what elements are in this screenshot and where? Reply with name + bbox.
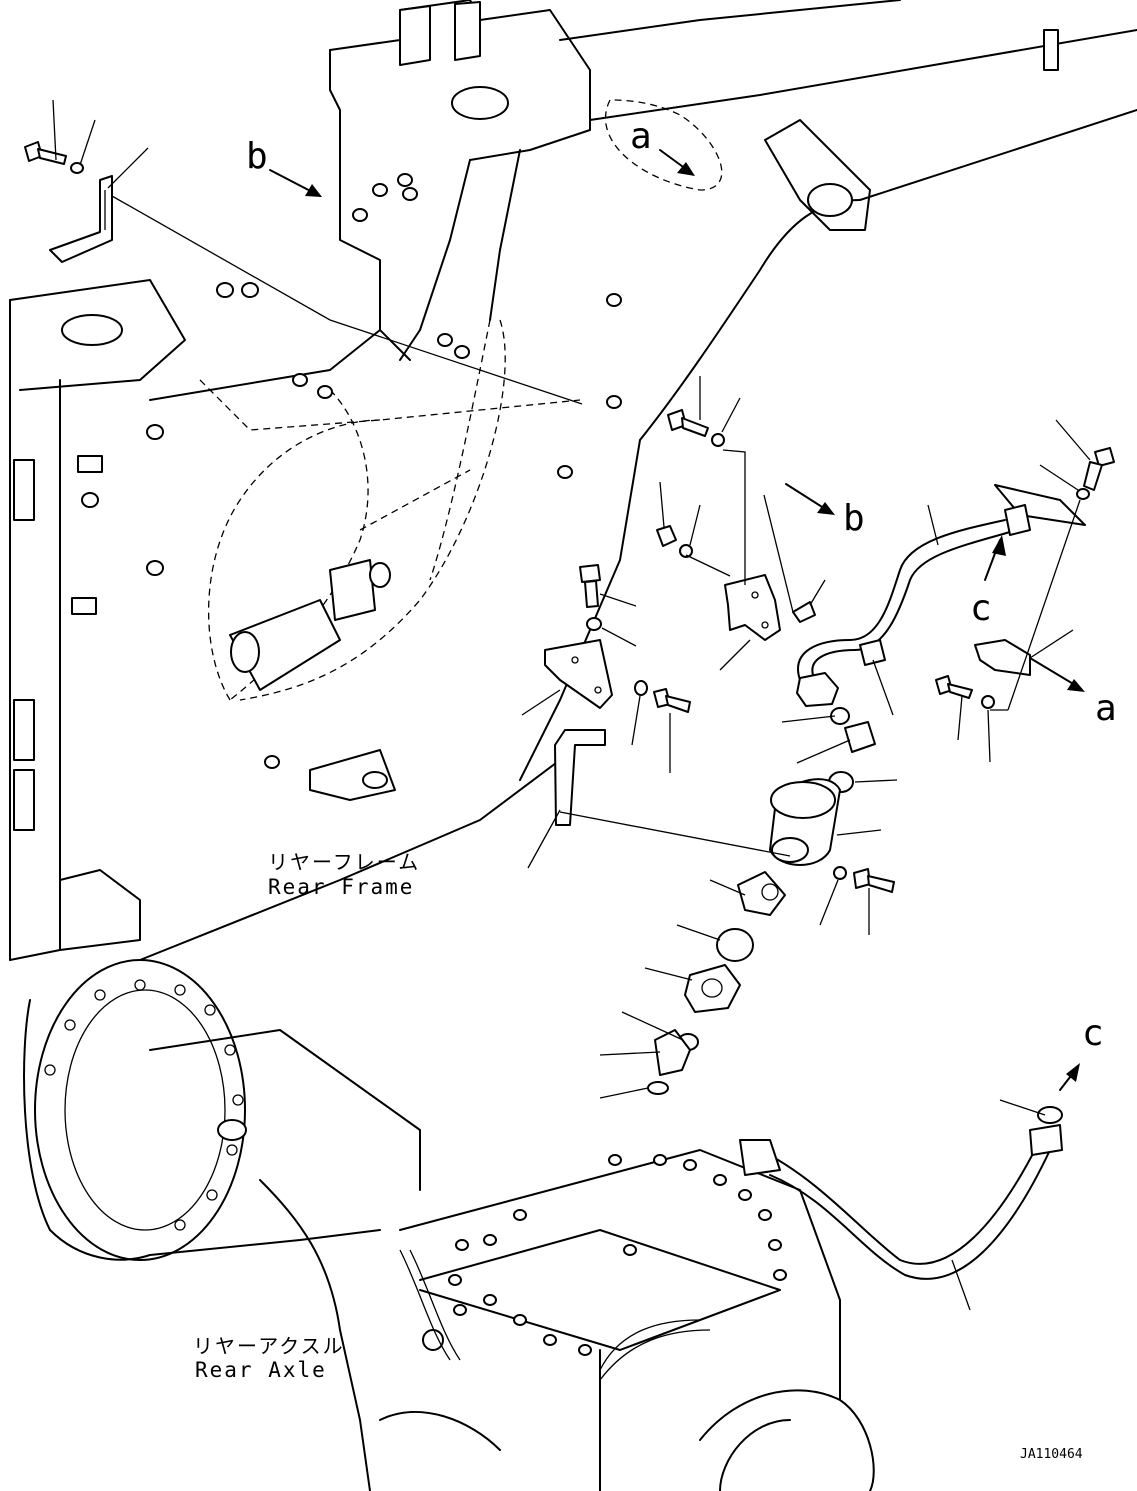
leader-lines xyxy=(52,99,1091,1311)
label-letter-c-hose: c xyxy=(1082,1013,1104,1054)
label-letter-a-bracket: a xyxy=(1095,688,1117,729)
rear-axle-label-jp: リヤーアクスル xyxy=(193,1334,345,1358)
hub-bolt-circle xyxy=(44,979,244,1231)
reference-arrows xyxy=(269,149,1085,1091)
rear-axle-label-en: Rear Axle xyxy=(195,1358,327,1382)
label-letter-c-pipe: c xyxy=(970,588,992,629)
rear-axle-drawing xyxy=(23,959,1063,1491)
rear-frame-label-jp: リヤーフレーム xyxy=(268,850,420,874)
rear-frame-drawing xyxy=(9,0,1137,961)
rear-frame-label-en: Rear Frame xyxy=(268,875,414,899)
exploded-parts xyxy=(24,141,1115,1124)
label-letter-a-frame: a xyxy=(630,116,652,157)
label-letter-b-frame: b xyxy=(246,136,268,177)
drawing-code: JA110464 xyxy=(1020,1447,1083,1462)
carrier-bolts xyxy=(422,1154,787,1356)
label-letter-b-parts: b xyxy=(843,498,865,539)
frame-bosses xyxy=(13,29,1059,831)
